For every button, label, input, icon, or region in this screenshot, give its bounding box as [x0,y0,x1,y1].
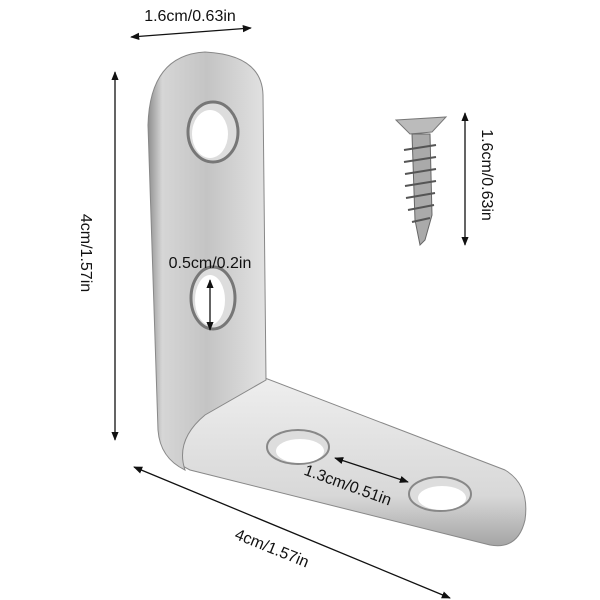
bracket-hole-inner [276,439,324,463]
top-width-arrow [130,24,252,41]
screw [394,116,448,247]
dimension-arrows [111,24,469,599]
horizontal-length-arrow [133,466,451,599]
horizontal-length-label: 4cm/1.57in [232,526,311,571]
top-width-label: 1.6cm/0.63in [144,8,236,25]
vertical-length-label: 4cm/1.57in [77,214,94,292]
screw-length-label: 1.6cm/0.63in [478,129,495,221]
bracket-hole-inner [418,486,466,510]
hole-diameter-label: 0.5cm/0.2in [169,255,252,272]
bracket-hole-inner [192,110,228,158]
corner-bracket [147,51,527,547]
